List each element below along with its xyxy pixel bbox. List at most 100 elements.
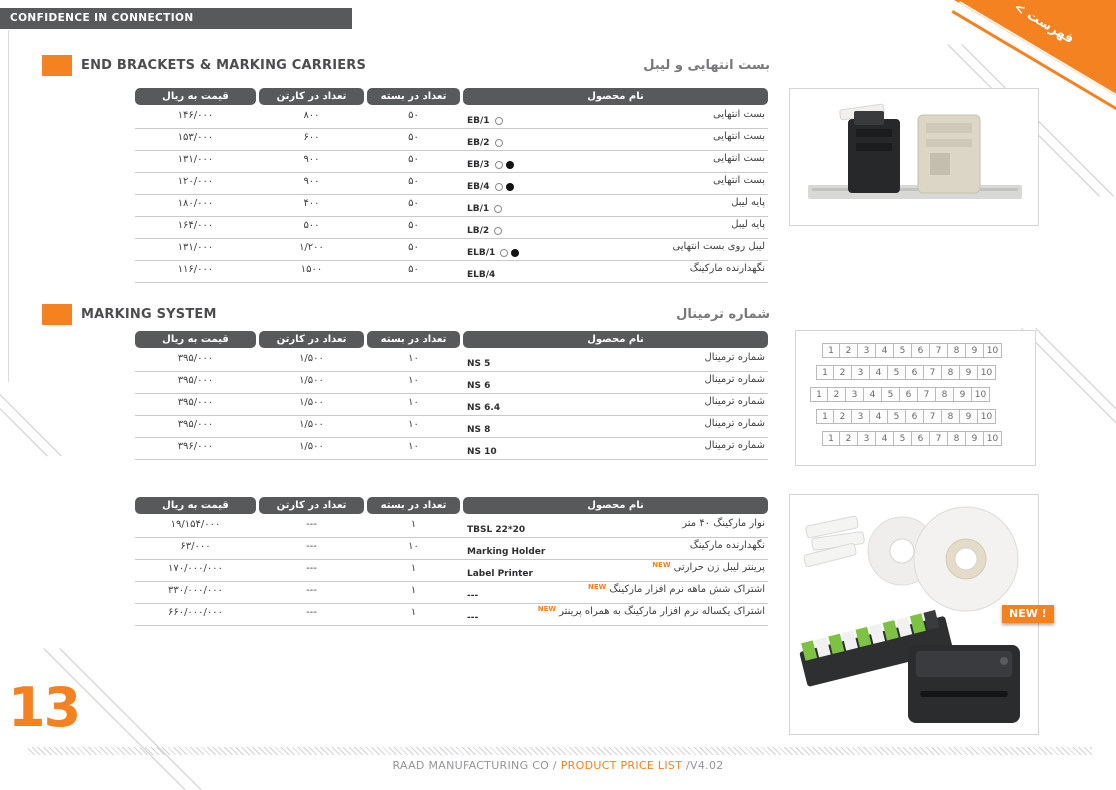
table-row: ۳۹۵/۰۰۰ ۱/۵۰۰ ۱۰ شماره ترمینال NS 8 (135, 416, 768, 438)
terminal-number: 2 (834, 365, 852, 380)
terminal-number: 2 (834, 409, 852, 424)
product-name-line: نوار مارکینگ ۴۰ متر (682, 518, 765, 529)
table-header: قیمت به ریال تعداد در کارتن تعداد در بست… (135, 497, 768, 514)
cell-price: ۱۱۶/۰۰۰ (177, 264, 214, 275)
color-dot-white (500, 249, 509, 257)
product-code-line: EB/2 (467, 138, 503, 148)
cell-product: شماره ترمینال NS 6.4 (463, 394, 768, 415)
terminal-number: 8 (948, 343, 966, 358)
table-row: ۱۳۱/۰۰۰ ۹۰۰ ۵۰ بست انتهایی EB/3 (135, 151, 768, 173)
table-body: ۱۴۶/۰۰۰ ۸۰۰ ۵۰ بست انتهایی EB/1 ۱۵۳/۰۰۰ (135, 107, 768, 283)
cell-product: شماره ترمینال NS 8 (463, 416, 768, 437)
index-ribbon[interactable]: < فهرست (954, 0, 1116, 96)
table-body: ۱۹/۱۵۴/۰۰۰ --- ۱ نوار مارکینگ ۴۰ متر TBS… (135, 516, 768, 626)
product-code-line: NS 6.4 (467, 403, 505, 413)
product-name-fa: لیبل روی بست انتهایی (672, 241, 765, 252)
cell-pack: ۵۰ (408, 242, 419, 253)
terminal-number: 7 (930, 343, 948, 358)
footer-title: PRODUCT PRICE LIST (560, 759, 683, 772)
table-row: ۱۴۶/۰۰۰ ۸۰۰ ۵۰ بست انتهایی EB/1 (135, 107, 768, 129)
product-name-fa: اشتراک شش ماهه نرم افزار مارکینگ (609, 584, 765, 595)
product-name-fa: پرینتر لیبل زن حرارتی (673, 562, 765, 573)
cell-carton: ۹۰۰ (303, 176, 320, 187)
terminal-number: 7 (918, 387, 936, 402)
product-code-line: NS 8 (467, 425, 495, 435)
cell-carton: --- (306, 541, 317, 552)
table-row: ۳۳۰/۰۰۰/۰۰۰ --- ۱ اشتراک شش ماهه نرم افز… (135, 582, 768, 604)
terminal-number: 5 (888, 409, 906, 424)
cell-pack: ۱ (410, 563, 417, 574)
color-dot-black (511, 249, 520, 257)
terminal-number: 6 (906, 409, 924, 424)
new-flag: NEW (652, 561, 671, 569)
product-code: NS 6 (467, 381, 491, 391)
section-bullet-icon (42, 54, 72, 76)
terminal-number: 4 (864, 387, 882, 402)
cell-carton: ۱/۵۰۰ (299, 353, 324, 364)
cell-product: بست انتهایی EB/3 (463, 151, 768, 172)
product-code-line: EB/1 (467, 116, 503, 126)
cell-product: نگهدارنده مارکینگ Marking Holder (463, 538, 768, 559)
cell-price: ۱۸۰/۰۰۰ (177, 198, 214, 209)
cell-pack: ۵۰ (408, 220, 419, 231)
cell-carton: ۱۵۰۰ (300, 264, 323, 275)
product-name-fa: نگهدارنده مارکینگ (689, 540, 765, 551)
product-code-line: --- (467, 613, 483, 623)
index-ribbon-label[interactable]: < فهرست (1010, 0, 1077, 48)
cell-pack: ۵۰ (408, 264, 419, 275)
section-title-en: END BRACKETS & MARKING CARRIERS (81, 57, 367, 73)
terminal-number: 9 (954, 387, 972, 402)
table-row: ۶۳/۰۰۰ --- ۱۰ نگهدارنده مارکینگ Marking … (135, 538, 768, 560)
terminal-number: 1 (816, 365, 834, 380)
color-dot-black (505, 161, 514, 169)
product-name-line: شماره ترمینال (705, 440, 765, 451)
cell-product: پرینتر لیبل زن حرارتی NEW Label Printer (463, 560, 768, 581)
cell-carton: ۵۰۰ (303, 220, 320, 231)
product-name-line: اشتراک یکساله نرم افزار مارکینگ به همراه… (538, 605, 765, 617)
product-code-line: NS 5 (467, 359, 495, 369)
terminal-number: 6 (912, 431, 930, 446)
cell-carton: ۱/۵۰۰ (299, 397, 324, 408)
product-code-line: Label Printer (467, 569, 538, 579)
color-dots (494, 205, 503, 213)
cell-carton: --- (306, 519, 317, 530)
footer-version: /V4.02 (682, 759, 724, 772)
product-name-line: بست انتهایی (713, 109, 765, 120)
cell-price: ۳۳۰/۰۰۰/۰۰۰ (167, 585, 224, 596)
terminal-number: 7 (924, 409, 942, 424)
table-row: ۶۶۰/۰۰۰/۰۰۰ --- ۱ اشتراک یکساله نرم افزا… (135, 604, 768, 626)
color-dot-white (494, 183, 503, 191)
terminal-number: 3 (846, 387, 864, 402)
footer: RAAD MANUFACTURING CO / PRODUCT PRICE LI… (0, 759, 1116, 772)
price-table-marking-accessories: قیمت به ریال تعداد در کارتن تعداد در بست… (135, 497, 768, 626)
hatch-strip-decoration (28, 747, 1092, 755)
terminal-number: 8 (942, 365, 960, 380)
product-code-line: --- (467, 591, 483, 601)
product-code-line: LB/1 (467, 204, 503, 214)
terminal-number: 3 (858, 343, 876, 358)
color-dots (494, 227, 503, 235)
cell-carton: ۴۰۰ (303, 198, 320, 209)
terminal-number: 9 (960, 409, 978, 424)
cell-product: بست انتهایی EB/1 (463, 107, 768, 128)
terminal-number: 9 (966, 431, 984, 446)
cell-product: شماره ترمینال NS 10 (463, 438, 768, 459)
product-name-line: بست انتهایی (713, 153, 765, 164)
column-header-carton: تعداد در کارتن (259, 497, 364, 514)
product-code: NS 8 (467, 425, 491, 435)
table-row: ۱۵۳/۰۰۰ ۶۰۰ ۵۰ بست انتهایی EB/2 (135, 129, 768, 151)
cell-product: پایه لیبل LB/2 (463, 217, 768, 238)
top-banner: CONFIDENCE IN CONNECTION (0, 8, 352, 29)
diagonal-line-decoration (1035, 328, 1116, 428)
cell-carton: ۸۰۰ (303, 110, 320, 121)
cell-pack: ۵۰ (408, 198, 419, 209)
product-name-line: شماره ترمینال (705, 418, 765, 429)
terminal-number: 1 (822, 431, 840, 446)
product-name-line: نگهدارنده مارکینگ (690, 263, 765, 274)
table-row: ۱۸۰/۰۰۰ ۴۰۰ ۵۰ پایه لیبل LB/1 (135, 195, 768, 217)
cell-price: ۱۷۰/۰۰۰/۰۰۰ (167, 563, 224, 574)
product-code-line: Marking Holder (467, 547, 550, 557)
